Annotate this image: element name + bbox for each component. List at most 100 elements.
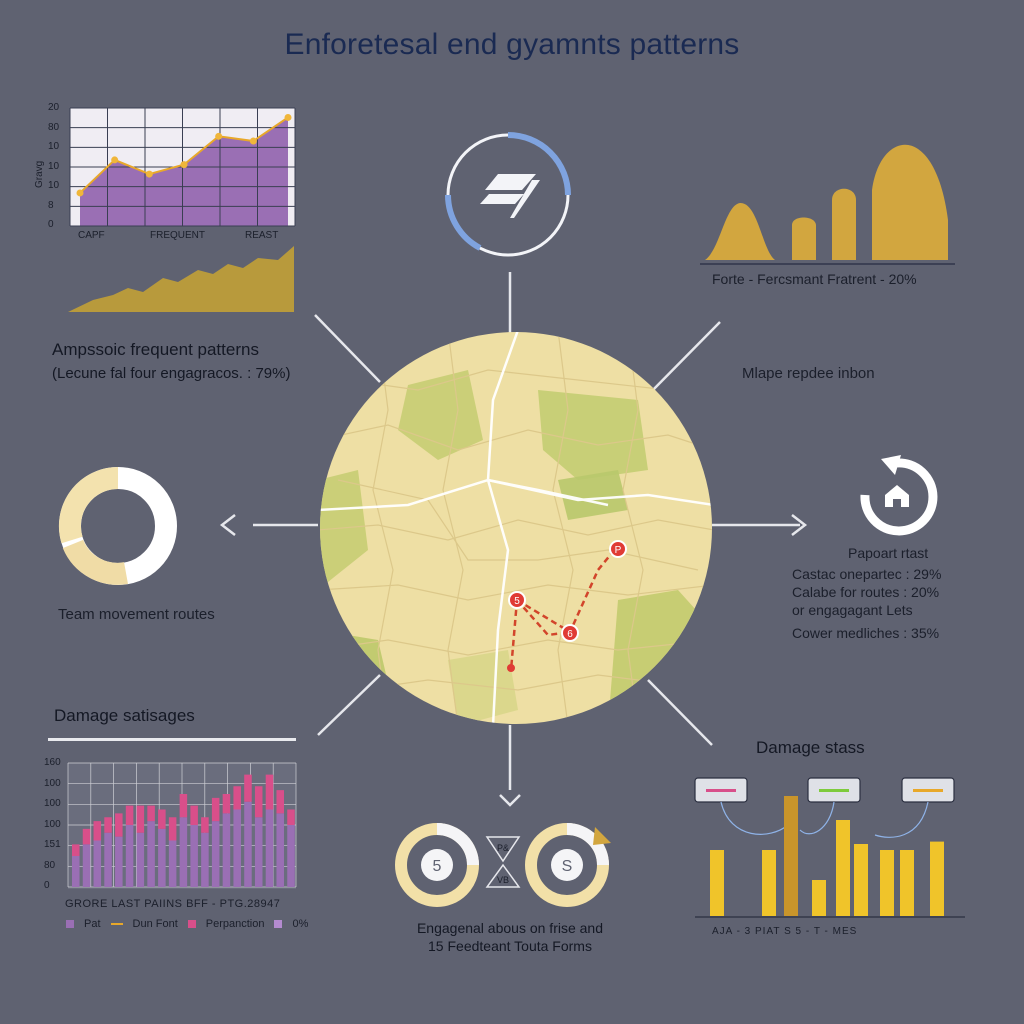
bottom-caption-line2: 15 Feedteant Touta Forms <box>428 938 592 954</box>
hourglass-icon: P& VB <box>485 836 521 888</box>
damage-left-footer: GRORE LAST PAIINS BFF - PTG.28947 <box>65 898 281 910</box>
damage-left-bar-chart: 160 100 100 100 151 80 0 <box>30 755 300 895</box>
svg-text:5: 5 <box>514 596 520 607</box>
damage-bar <box>72 856 80 887</box>
damage-bar <box>136 832 145 887</box>
page-title: Enforetesal end gyamnts patterns <box>284 28 740 61</box>
route-marker: P <box>609 540 627 558</box>
damage-bar <box>125 825 134 887</box>
damage-bar-top <box>158 809 166 829</box>
damage-bar <box>265 809 274 887</box>
cycle-right-icon: S <box>525 823 611 907</box>
damage-bar-top <box>233 786 241 810</box>
svg-text:P&: P& <box>497 843 509 853</box>
damage-bar-top <box>93 821 102 841</box>
line-chart-ytick: 20 <box>48 102 60 113</box>
damage-bar <box>276 813 285 887</box>
damage-left-ytick: 100 <box>44 777 61 789</box>
svg-text:VB: VB <box>497 875 509 885</box>
donut-caption: Team movement routes <box>58 606 215 623</box>
line-chart-xtick: CAPF <box>78 230 105 241</box>
damage-bar <box>233 809 241 887</box>
damage-bar <box>211 821 220 887</box>
damage-bar <box>254 817 263 887</box>
svg-text:S: S <box>562 858 573 875</box>
damage-bar-top <box>147 805 155 822</box>
damage-bar <box>201 832 209 887</box>
golden-area-shape <box>68 246 294 312</box>
donut-chart <box>58 466 177 585</box>
damage-bar-top <box>265 774 274 810</box>
line-chart-ytick: 80 <box>48 121 60 133</box>
damage-bar-top <box>168 817 177 841</box>
frequent-patterns-heading: Ampssoic frequent patterns <box>52 340 259 359</box>
damage-right-bar <box>784 796 798 916</box>
route-end-dot <box>507 664 515 672</box>
damage-bar <box>179 817 188 887</box>
central-route-map: 5 6 P <box>320 332 712 724</box>
damage-bar <box>222 813 231 887</box>
line-chart-xtick: FREQUENT <box>150 230 205 241</box>
damage-left-ytick: 0 <box>44 880 50 891</box>
legend-swatch <box>187 920 196 928</box>
right-stats-line: Castac onepartec : 29% <box>792 566 942 582</box>
damage-left-ytick: 160 <box>44 757 61 768</box>
line-chart-ytick: 0 <box>48 219 54 230</box>
svg-text:5: 5 <box>433 858 442 875</box>
route-marker: 5 <box>508 591 526 609</box>
line-chart-xtick: REAST <box>245 230 279 241</box>
damage-left-ytick: 100 <box>44 818 61 830</box>
line-chart-ytick: 10 <box>48 160 60 172</box>
damage-right-footer: AJA - 3 PIAT S 5 - T - MES <box>712 926 858 937</box>
damage-bar-top <box>276 790 285 814</box>
right-top-shape-chart <box>700 144 955 265</box>
damage-bar <box>168 840 177 887</box>
legend-item: Perpanction <box>205 918 265 930</box>
damage-bar-top <box>287 809 295 825</box>
damage-right-bar <box>710 850 724 916</box>
tag-box <box>694 777 748 803</box>
damage-right-bar <box>812 880 826 916</box>
line-chart-point <box>215 132 223 140</box>
line-chart-point <box>284 113 292 121</box>
tag-box <box>807 777 861 803</box>
damage-bar-top <box>190 805 198 825</box>
damage-right-bar <box>836 820 850 916</box>
svg-text:6: 6 <box>567 629 573 640</box>
damage-bar-top <box>125 805 134 825</box>
damage-right-bar-chart <box>694 777 965 918</box>
line-chart-point <box>145 170 153 178</box>
line-chart-svg <box>69 107 296 227</box>
damage-right-bar <box>880 850 894 916</box>
divider <box>48 738 296 741</box>
damage-bar-top <box>222 794 231 814</box>
refresh-home-icon <box>860 455 938 536</box>
damage-bar-top <box>104 817 112 833</box>
damage-left-ytick: 80 <box>44 859 56 871</box>
damage-right-bar <box>762 850 776 916</box>
damage-right-bar <box>900 850 914 916</box>
right-stats-heading: Papoart rtast <box>848 545 929 561</box>
damage-bar-top <box>72 844 80 856</box>
legend-swatch <box>274 920 283 928</box>
damage-left-ytick: 151 <box>44 839 61 850</box>
damage-bar <box>104 832 112 887</box>
right-stats-line: Cower medliches : 35% <box>792 625 940 641</box>
damage-bar <box>93 840 102 887</box>
damage-bar <box>190 825 198 887</box>
damage-bar <box>244 801 252 887</box>
damage-bar-top <box>136 805 145 833</box>
damage-left-ytick: 100 <box>44 798 61 809</box>
legend-item: 0% <box>292 918 309 930</box>
right-stats-line: Calabe for routes : 20% <box>792 584 940 600</box>
damage-bar-top <box>115 813 123 837</box>
tag-box <box>901 777 955 803</box>
frequent-patterns-subtext: (Lecune fal four engagracos. : 79%) <box>52 365 291 382</box>
damage-left-heading: Damage satisages <box>54 706 195 725</box>
right-stats-line: or engagagant Lets <box>792 602 913 618</box>
damage-bar-top <box>254 786 263 818</box>
damage-bar <box>287 825 295 887</box>
damage-bar-top <box>82 828 91 845</box>
damage-bar-top <box>179 794 188 818</box>
